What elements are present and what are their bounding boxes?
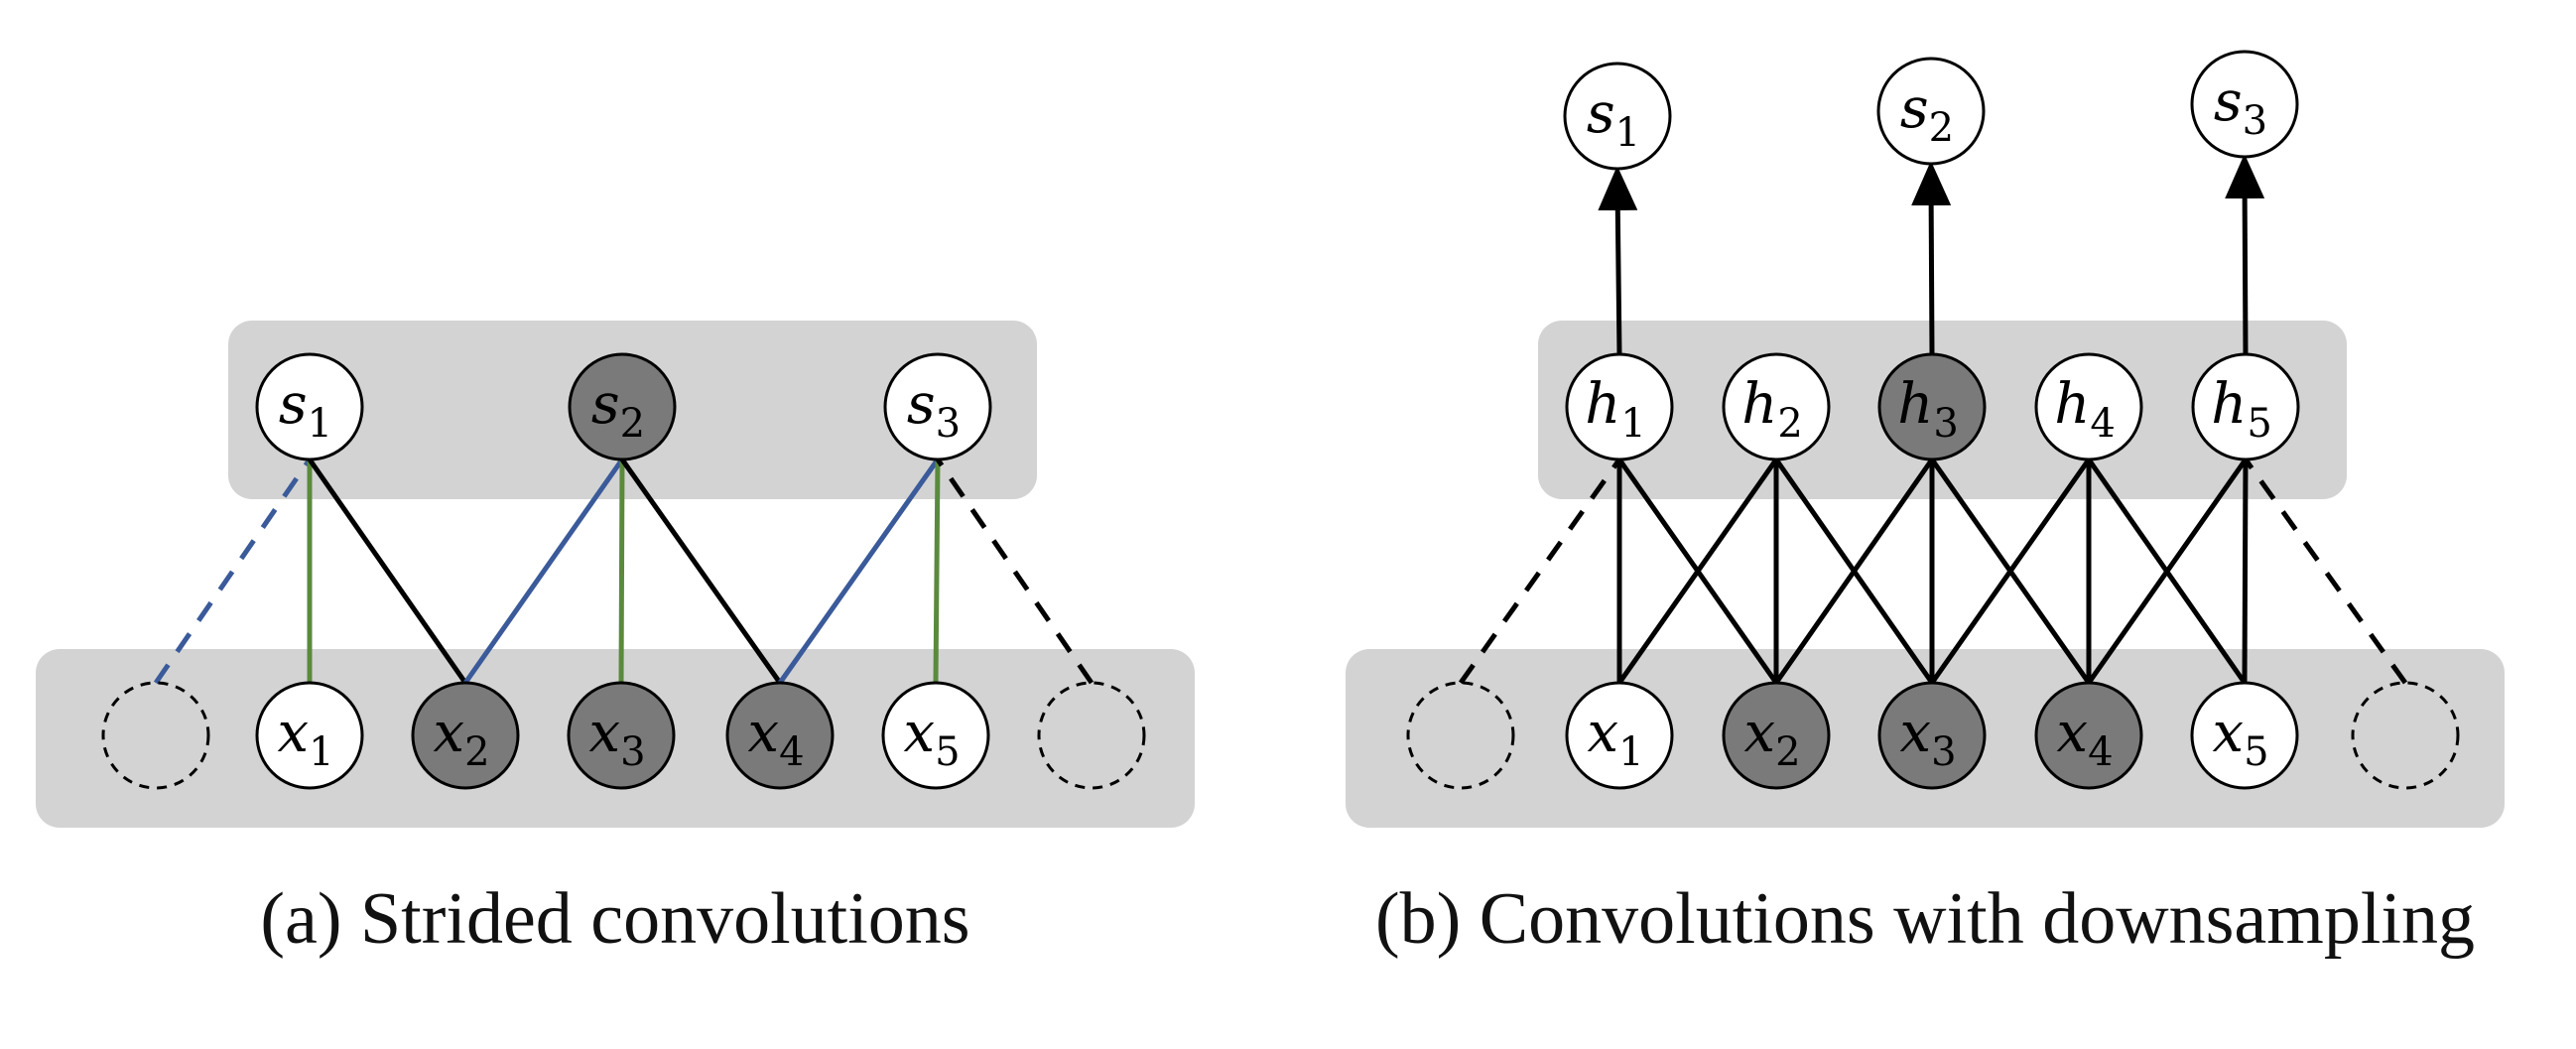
b-input-node-x4: x4 <box>2034 681 2143 790</box>
padding-node-circle <box>101 681 210 790</box>
a-output-node-s3: s3 <box>883 352 992 461</box>
node-circle <box>1722 352 1831 461</box>
edge-a-pad_l-s1 <box>153 458 313 685</box>
edge-b-x5-h5 <box>2242 459 2249 684</box>
edge-a-x4-s2 <box>619 458 783 685</box>
node-circle <box>568 352 677 461</box>
node-label: x2 <box>433 701 489 775</box>
b-output-node-s2: s2 <box>1876 57 1986 166</box>
node-label: x4 <box>747 701 804 775</box>
node-circle <box>1565 681 1674 790</box>
a-input-node-pad_r <box>1037 681 1146 790</box>
b-output-node-s1: s1 <box>1563 62 1672 171</box>
node-circle <box>1563 62 1672 171</box>
padding-node-circle <box>1406 681 1515 790</box>
edge-b-x5-h4 <box>2086 458 2248 685</box>
caption-b: (b) Convolutions with downsampling <box>1375 878 2475 960</box>
b-input-node-x1: x1 <box>1565 681 1674 790</box>
node-label: h5 <box>2211 372 2272 447</box>
node-circle <box>411 681 520 790</box>
b-hidden-node-h4: h4 <box>2034 352 2143 461</box>
node-label: s1 <box>279 372 332 447</box>
node-label: s2 <box>591 372 645 447</box>
node-circle <box>1722 681 1831 790</box>
padding-node-circle <box>1037 681 1146 790</box>
node-label: h2 <box>1741 372 1803 447</box>
b-input-node-pad_r <box>2351 681 2460 790</box>
node-label: h4 <box>2054 372 2116 447</box>
node-label: x4 <box>2056 701 2113 775</box>
node-label: x5 <box>903 701 960 775</box>
node-label: s1 <box>1587 81 1640 156</box>
edge-a-pad_r-s3 <box>935 458 1095 685</box>
b-input-node-x3: x3 <box>1877 681 1987 790</box>
b-hidden-node-h3: h3 <box>1877 352 1987 461</box>
node-label: x1 <box>1587 701 1643 775</box>
b-input-node-x5: x5 <box>2190 681 2299 790</box>
node-label: x3 <box>588 701 645 775</box>
node-label: x5 <box>2212 701 2268 775</box>
edge-b-x4-h3 <box>1929 458 2092 685</box>
nodes: x1 x2 x3 x4 x5 s1 s2 s3 x1 x2 x3 x4 x5 h1 h2 h3 h4 h5 s1 s2… <box>101 50 2460 790</box>
arrow-b-h3-s2 <box>1911 161 1952 355</box>
arrow-b-h5-s3 <box>2225 154 2265 355</box>
a-input-node-x5: x5 <box>881 681 990 790</box>
node-circle <box>1877 681 1987 790</box>
node-circle <box>725 681 835 790</box>
node-circle <box>2190 681 2299 790</box>
edge-b-x2-h1 <box>1616 458 1779 685</box>
node-label: h1 <box>1585 372 1646 447</box>
node-label: s3 <box>907 372 961 447</box>
node-circle <box>2034 352 2143 461</box>
a-input-node-x3: x3 <box>567 681 676 790</box>
node-circle <box>2034 681 2143 790</box>
b-hidden-node-h5: h5 <box>2191 352 2300 461</box>
caption-a: (a) Strided convolutions <box>260 878 969 960</box>
node-circle <box>255 681 364 790</box>
edge-b-pad_r-h5 <box>2243 458 2408 685</box>
arrow-b-h1-s1 <box>1598 166 1638 355</box>
node-label: s2 <box>1900 76 1954 151</box>
a-input-node-x4: x4 <box>725 681 835 790</box>
a-output-node-s2: s2 <box>568 352 677 461</box>
a-input-node-x2: x2 <box>411 681 520 790</box>
edge-b-x3-h2 <box>1773 458 1935 685</box>
node-circle <box>2190 50 2299 159</box>
edge-a-x3-s2 <box>618 459 625 684</box>
node-label: s3 <box>2214 69 2267 144</box>
node-circle <box>1565 352 1674 461</box>
padding-node-circle <box>2351 681 2460 790</box>
node-circle <box>883 352 992 461</box>
edge-b-pad_l-h1 <box>1458 458 1622 685</box>
node-label: x2 <box>1743 701 1800 775</box>
edge-a-x5-s3 <box>933 459 941 684</box>
a-input-node-x1: x1 <box>255 681 364 790</box>
b-output-node-s3: s3 <box>2190 50 2299 159</box>
node-circle <box>2191 352 2300 461</box>
b-input-node-x2: x2 <box>1722 681 1831 790</box>
node-circle <box>255 352 364 461</box>
node-label: h3 <box>1897 372 1959 447</box>
node-circle <box>881 681 990 790</box>
b-hidden-node-h2: h2 <box>1722 352 1831 461</box>
node-circle <box>1877 352 1987 461</box>
node-label: x1 <box>277 701 333 775</box>
edge-a-x2-s2 <box>462 458 625 685</box>
a-output-node-s1: s1 <box>255 352 364 461</box>
node-circle <box>567 681 676 790</box>
edge-a-x2-s1 <box>307 458 468 685</box>
node-circle <box>1876 57 1986 166</box>
edges <box>153 154 2408 685</box>
b-hidden-node-h1: h1 <box>1565 352 1674 461</box>
edge-a-x4-s3 <box>777 458 941 685</box>
a-input-node-pad_l <box>101 681 210 790</box>
node-label: x3 <box>1899 701 1956 775</box>
b-input-node-pad_l <box>1406 681 1515 790</box>
